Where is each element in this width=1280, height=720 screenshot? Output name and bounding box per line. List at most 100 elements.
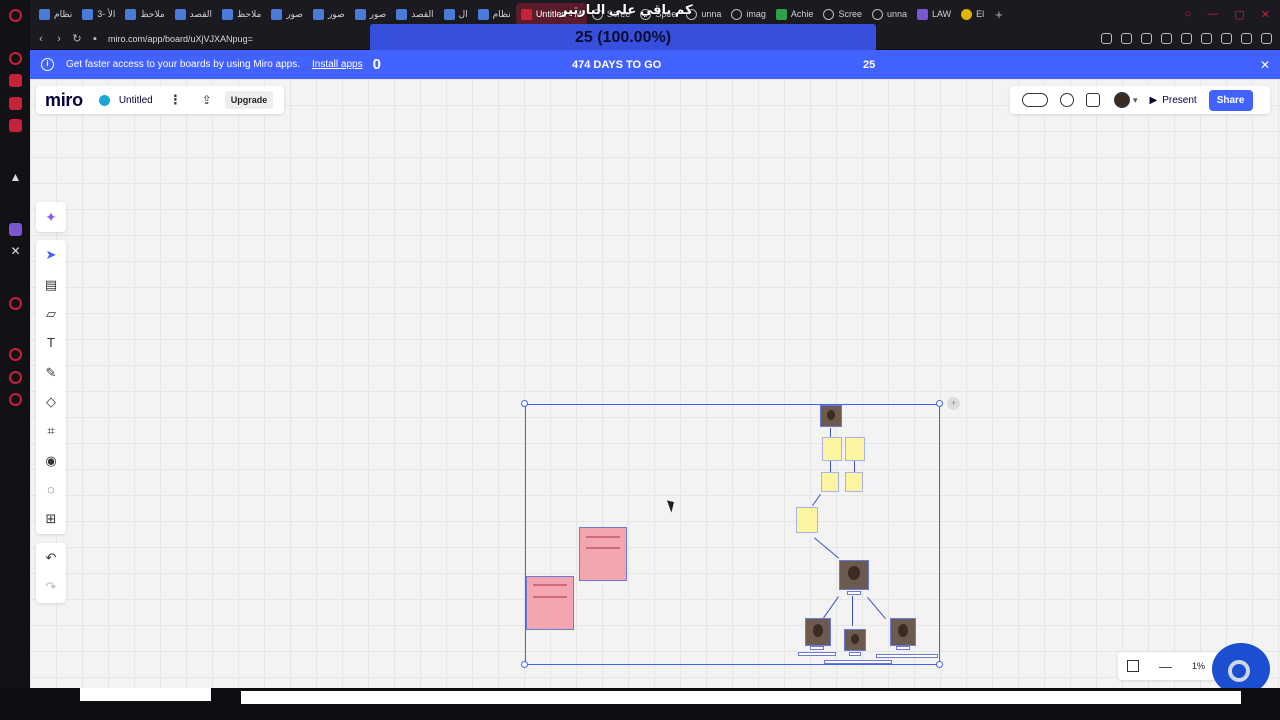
select-tool-icon[interactable]: ➤ [45,247,57,262]
tab[interactable]: Achie [771,3,819,25]
minimize-icon[interactable]: — [1207,7,1219,20]
person-photo[interactable] [839,560,869,590]
name-label[interactable] [847,591,861,595]
sticky-note-icon[interactable]: ▱ [46,306,56,321]
pink-sticky-note[interactable] [579,527,627,581]
shapes-icon[interactable]: ◇ [46,394,56,409]
avatar[interactable] [1114,92,1130,108]
close-window-icon[interactable]: ✕ [1260,8,1270,21]
zoom-out-icon[interactable]: — [1159,658,1172,674]
tab[interactable]: Spee [635,3,681,25]
pin-icon[interactable] [1121,33,1132,44]
url-field[interactable]: miro.com/app/board/uXjVJXANpug= [108,33,253,44]
resize-handle[interactable] [521,661,528,668]
yellow-sticky-note[interactable] [845,472,863,492]
music-icon[interactable] [9,371,22,384]
messenger-icon[interactable] [9,74,22,87]
tab[interactable]: ملاحظ [120,3,169,25]
video-icon[interactable] [1086,93,1100,107]
name-label[interactable] [876,654,938,658]
templates-icon[interactable]: ▤ [44,277,58,292]
yellow-sticky-note[interactable] [821,472,839,492]
person-photo[interactable] [805,618,831,646]
tab[interactable]: LAW [912,3,956,25]
add-more-icon[interactable]: ⊞ [45,511,57,526]
forward-icon[interactable]: › [57,32,61,45]
text-tool-icon[interactable]: T [47,335,55,350]
tab-active[interactable]: Untitled - M [515,3,587,25]
emoji-icon[interactable] [1101,33,1112,44]
yellow-sticky-note[interactable] [822,437,842,461]
person-photo[interactable] [890,618,916,646]
new-tab-icon[interactable]: + [995,6,1003,22]
history-icon[interactable] [9,52,22,65]
pen-icon[interactable]: ✎ [45,365,57,380]
x-icon[interactable]: ✕ [10,244,21,258]
download-icon[interactable] [1241,33,1252,44]
name-label[interactable] [896,646,910,650]
undo-icon[interactable]: ↶ [45,550,57,565]
clock-icon[interactable] [9,348,22,361]
miro-logo[interactable]: miro [45,89,83,110]
add-item-icon[interactable]: + [947,397,960,410]
frame-icon[interactable]: ⌗ [47,423,55,438]
present-button[interactable]: ▶Present [1149,94,1197,106]
pink-sticky-note[interactable] [526,576,574,630]
tab[interactable]: نظام [34,3,77,25]
tab[interactable]: القصد [170,3,217,25]
search-tabs-icon[interactable]: ○ [1184,7,1192,20]
tab[interactable]: 3- الأ [77,3,120,25]
tab[interactable]: ملاحظ [217,3,266,25]
yellow-sticky-note[interactable] [845,437,865,461]
maximize-icon[interactable]: ▢ [1234,8,1245,21]
palette-icon[interactable]: ◉ [45,453,57,468]
tab[interactable]: unna [867,3,912,25]
tab[interactable]: نظام [473,3,516,25]
reactions-icon[interactable] [1022,93,1048,107]
chevron-down-icon[interactable]: ▾ [1133,94,1138,105]
comment-tool-icon[interactable]: ◌ [47,482,55,497]
name-label[interactable] [849,652,861,656]
selection-frame[interactable] [525,404,940,665]
shield-icon[interactable] [1161,33,1172,44]
tab[interactable]: صور [266,3,308,25]
tab[interactable]: ال [439,3,473,25]
extensions-icon[interactable] [1221,33,1232,44]
fit-to-screen-icon[interactable] [1127,660,1139,672]
menu-icon[interactable] [1261,33,1272,44]
tab[interactable]: unna [681,3,726,25]
twitch-icon[interactable] [9,223,22,236]
resize-handle[interactable] [936,400,943,407]
tab[interactable]: صور [350,3,392,25]
close-banner-icon[interactable]: ✕ [1259,57,1270,72]
person-photo[interactable] [844,629,866,651]
comments-icon[interactable] [1060,93,1074,107]
name-label[interactable] [810,646,824,650]
ai-sparkle-icon[interactable]: ✦ [36,202,66,232]
board-canvas[interactable] [30,79,1280,688]
tab[interactable]: القصد [391,3,438,25]
tab[interactable]: Scree [587,3,636,25]
reload-icon[interactable]: ↻ [72,33,82,45]
board-menu-icon[interactable]: ⋮ [168,92,182,107]
export-icon[interactable]: ⇪ [201,93,212,107]
player-icon[interactable] [9,297,22,310]
zoom-level[interactable]: 1% [1192,661,1206,671]
mail-icon[interactable] [9,119,22,132]
tab[interactable]: Scree [818,3,867,25]
share-button[interactable]: Share [1208,89,1253,111]
opera-logo-icon[interactable] [9,9,22,22]
resize-handle[interactable] [521,400,528,407]
back-icon[interactable]: ‹ [39,32,43,45]
person-photo[interactable] [820,405,842,427]
yellow-sticky-note[interactable] [796,507,818,533]
resize-handle[interactable] [936,661,943,668]
tab[interactable]: imag [726,3,771,25]
aria-icon[interactable]: ▲ [9,170,22,184]
tab[interactable]: صور [308,3,350,25]
tab[interactable]: El [956,3,989,25]
upgrade-button[interactable]: Upgrade [224,91,274,109]
install-apps-link[interactable]: Install apps [312,59,363,70]
name-label[interactable] [824,660,892,664]
settings-icon[interactable] [9,393,22,406]
